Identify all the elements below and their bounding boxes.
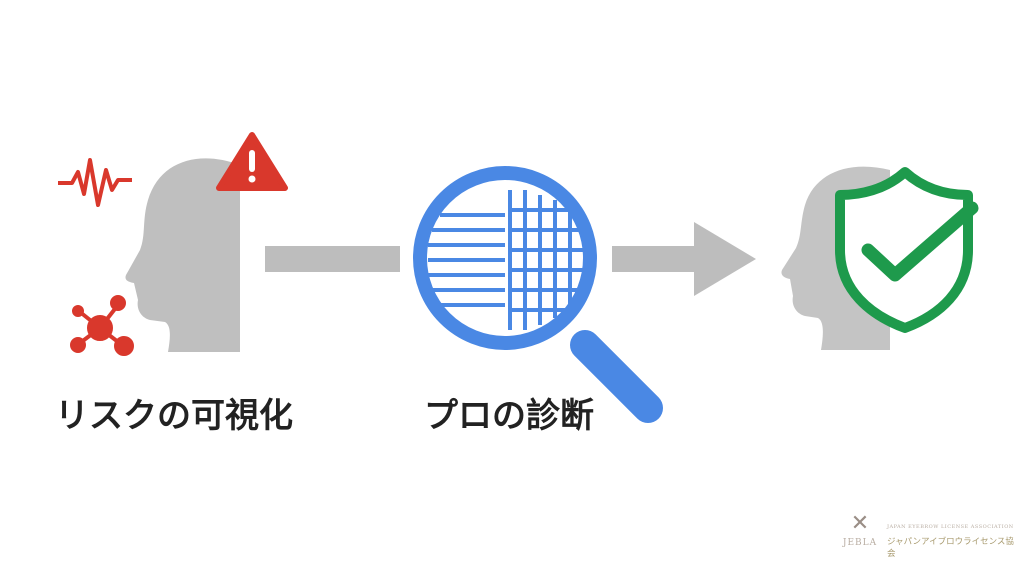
association-logo: ✕ JEBLA JAPAN EYEBROW LICENSE ASSOCIATIO… [835,510,1020,560]
left-head-icon [125,158,240,352]
butterfly-logo-icon: ✕ [850,511,870,536]
magnifying-glass-icon [413,166,663,423]
connector-bar [265,246,400,272]
logo-english-name: JAPAN EYEBROW LICENSE ASSOCIATION [887,524,1014,530]
heartbeat-wave-icon [58,158,132,207]
warning-triangle-icon [216,132,288,191]
logo-japanese-name: ジャパンアイブロウライセンス協会 [887,537,1014,559]
logo-abbr: JEBLA [842,538,878,548]
molecule-icon [70,295,134,356]
step-label-risk-visualization: リスクの可視化 [55,396,293,436]
arrow-right-icon [612,222,756,296]
shield-check-icon [835,167,979,333]
step-label-pro-diagnosis: プロの診断 [424,396,594,436]
